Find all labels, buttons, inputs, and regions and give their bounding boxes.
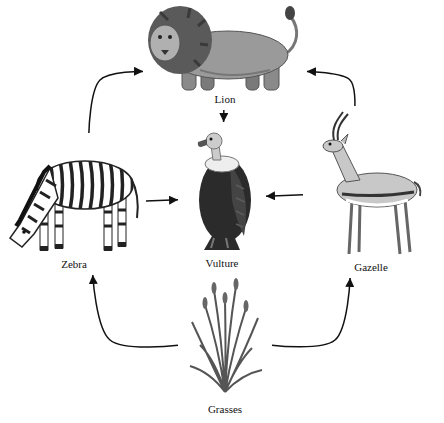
grasses-node: Grasses bbox=[180, 280, 270, 418]
feeding-arrow bbox=[272, 278, 350, 347]
illustration-part bbox=[118, 198, 126, 246]
illustration-part bbox=[341, 134, 348, 144]
illustration-part bbox=[349, 200, 410, 254]
organism-label: Zebra bbox=[59, 258, 89, 271]
illustration-part bbox=[198, 139, 207, 147]
lion-node: Lion bbox=[145, 2, 305, 108]
illustration-part bbox=[190, 286, 262, 392]
illustration-part bbox=[168, 35, 172, 39]
feeding-arrow bbox=[266, 195, 303, 196]
illustration-part bbox=[346, 200, 408, 205]
illustration-part bbox=[16, 166, 50, 226]
illustration-part bbox=[104, 246, 112, 251]
illustration-part bbox=[342, 192, 414, 196]
vulture-node: Vulture bbox=[180, 124, 264, 272]
illustration-part bbox=[244, 300, 249, 312]
illustration-part bbox=[40, 210, 126, 226]
illustration-part bbox=[234, 278, 239, 290]
feeding-arrow bbox=[223, 110, 225, 122]
vulture-illustration bbox=[198, 133, 251, 250]
illustration-part bbox=[211, 238, 228, 248]
gazelle-illustration bbox=[323, 112, 420, 254]
illustration-part bbox=[323, 140, 343, 152]
illustration-part bbox=[205, 156, 239, 172]
illustration-part bbox=[118, 242, 126, 247]
grasses-illustration bbox=[190, 278, 262, 392]
illustration-part bbox=[333, 112, 348, 140]
illustration-part bbox=[148, 6, 212, 74]
illustration-part bbox=[50, 160, 133, 210]
illustration-part bbox=[40, 246, 48, 251]
feeding-arrow bbox=[307, 71, 355, 106]
illustration-part bbox=[285, 6, 295, 20]
organism-label: Vulture bbox=[204, 257, 241, 270]
illustration-part bbox=[223, 292, 228, 304]
illustration-part bbox=[50, 160, 133, 210]
zebra-illustration bbox=[10, 160, 138, 251]
illustration-part bbox=[212, 282, 217, 294]
illustration-part bbox=[55, 244, 63, 249]
zebra-node: Zebra bbox=[4, 135, 144, 273]
illustration-part bbox=[230, 165, 246, 236]
illustration-part bbox=[206, 133, 222, 149]
illustration-part bbox=[329, 143, 332, 146]
illustration-part bbox=[200, 70, 270, 75]
illustration-part bbox=[150, 25, 180, 61]
illustration-part bbox=[236, 185, 245, 227]
feeding-arrow bbox=[146, 200, 178, 201]
organism-label: Lion bbox=[213, 93, 238, 106]
feeding-arrow bbox=[93, 275, 178, 347]
illustration-part bbox=[161, 50, 169, 55]
organism-label: Gazelle bbox=[352, 261, 390, 274]
illustration-part bbox=[210, 138, 213, 141]
illustration-part bbox=[22, 230, 26, 234]
feeding-arrow bbox=[89, 71, 143, 133]
illustration-part bbox=[158, 35, 162, 39]
illustration-part bbox=[10, 168, 58, 247]
organism-label: Grasses bbox=[206, 403, 244, 416]
illustration-part bbox=[55, 200, 63, 248]
illustration-part bbox=[203, 297, 208, 309]
gazelle-node: Gazelle bbox=[305, 108, 437, 276]
lion-illustration bbox=[148, 6, 297, 90]
